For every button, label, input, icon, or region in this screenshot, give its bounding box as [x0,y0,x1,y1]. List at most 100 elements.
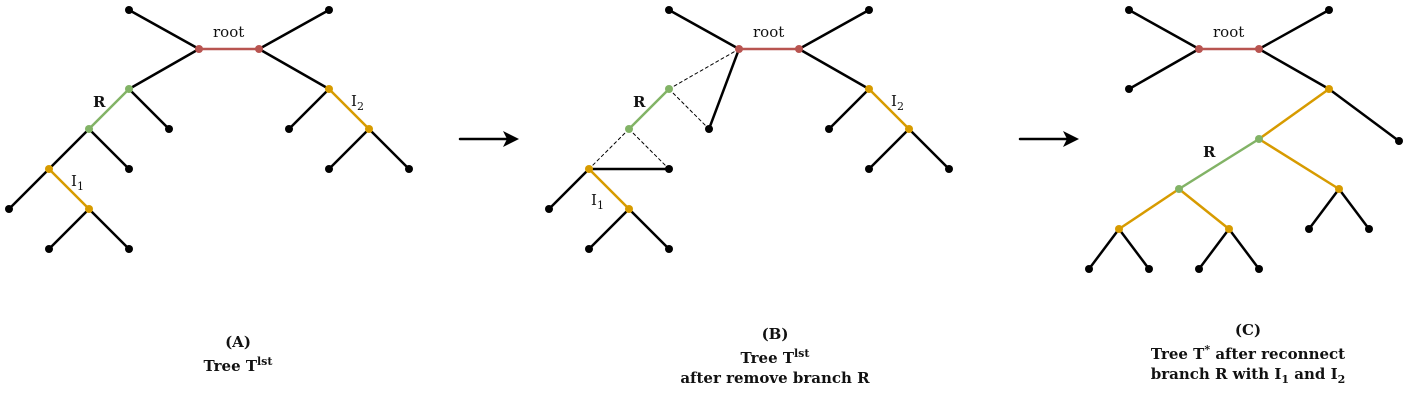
tree-node [1145,265,1153,273]
tree-node [825,125,833,133]
tree-node [1325,85,1333,93]
tree-node [905,125,913,133]
tree-node [1305,225,1313,233]
panel-b-edge [827,87,871,131]
panel-b-edge [587,167,631,211]
caption-b-title: Tree Tlst [740,347,810,367]
tree-node [625,205,633,213]
panel-a-branch-r-label: R [93,93,106,111]
panel-a-root-label: root [213,23,244,41]
panel-a-edge [47,127,91,171]
panel-b-branch-r-label: R [633,93,646,111]
panel-b-dashed-edge [588,128,630,170]
panel-c-edge [1257,137,1341,191]
tree-node [1195,265,1203,273]
tree-node [45,245,53,253]
tree-node [85,125,93,133]
panel-a-edge [257,47,331,91]
tree-node [625,125,633,133]
panel-a-edge [287,87,331,131]
tree-node [1195,45,1203,53]
caption-panel-c: (C) Tree T* after reconnect branch R wit… [1118,320,1378,390]
caption-c-subtitle: branch R with I1 and I2 [1150,365,1346,386]
panel-c-edge [1177,137,1261,191]
tree-node [585,245,593,253]
panel-a-edge [7,167,51,211]
tree-node [125,6,133,14]
panel-b-i2-label: I2 [891,92,904,113]
removed-edges-dashed [588,48,740,170]
tree-node [125,85,133,93]
panel-c-edge [1117,227,1151,271]
tree-node [735,45,743,53]
caption-c-letter: (C) [1234,321,1262,339]
caption-c-title: Tree T* after reconnect [1150,343,1346,363]
tree-node [865,85,873,93]
tree-node [1255,135,1263,143]
panel-a-edge [127,47,201,91]
tree-node [285,125,293,133]
panel-b-i1-label: I1 [591,191,604,212]
panel-b-edge [707,47,741,131]
panel-c-root-label: root [1213,23,1244,41]
tree-node [45,165,53,173]
tree-node [795,45,803,53]
tree-node [945,165,953,173]
tree-node [85,205,93,213]
panel-c-edge [1197,227,1231,271]
transition-arrows [458,131,1079,147]
panel-b-edge [667,8,741,51]
tree-nodes [5,6,1403,273]
tree-node [5,205,13,213]
panel-b-edge [867,87,911,131]
panel-b-edge [797,8,871,51]
tree-node [1255,45,1263,53]
panel-c-edge [1227,227,1261,271]
tree-node [1225,225,1233,233]
tree-node [365,125,373,133]
caption-panel-a: (A) Tree Tlst [108,332,368,376]
tree-node [665,85,673,93]
panel-a-edge [87,207,131,251]
tree-node [195,45,203,53]
tree-node [705,125,713,133]
tree-node [1175,185,1183,193]
panel-c-edge [1117,187,1181,231]
tree-node [125,245,133,253]
tree-node [665,6,673,14]
panel-b-dashed-edge [628,128,670,170]
tree-node [1395,137,1403,145]
panel-a-edge [47,207,91,251]
tree-node [545,205,553,213]
panel-c-branch-r-label: R [1203,143,1216,161]
panel-a-i2-label: I2 [351,92,364,113]
panel-a-edge [327,127,371,171]
panel-b-edge [867,127,911,171]
panel-a-edge [87,127,131,171]
panel-c-edge [1257,47,1331,91]
tree-node [125,165,133,173]
panel-a-edge [127,87,171,131]
tree-node [165,125,173,133]
tree-node [325,165,333,173]
tree-node [865,165,873,173]
tree-node [1125,85,1133,93]
caption-b-subtitle: after remove branch R [680,369,870,387]
caption-a-title: Tree Tlst [203,355,273,375]
tree-node [665,245,673,253]
panel-c-edge [1337,187,1371,231]
panel-a-edge [327,87,371,131]
caption-panel-b: (B) Tree Tlst after remove branch R [645,324,905,388]
tree-node [325,85,333,93]
panel-b-edge [587,207,631,251]
panel-c-edge [1127,8,1201,51]
tree-node [1085,265,1093,273]
panel-b-dashed-edge [668,48,740,90]
panel-b-edge [797,47,871,91]
panel-a-edge [127,8,201,51]
panel-a-edge [367,127,411,171]
tree-node [585,165,593,173]
panel-a-edge [47,167,91,211]
arrow-a-to-b-head [503,131,519,147]
